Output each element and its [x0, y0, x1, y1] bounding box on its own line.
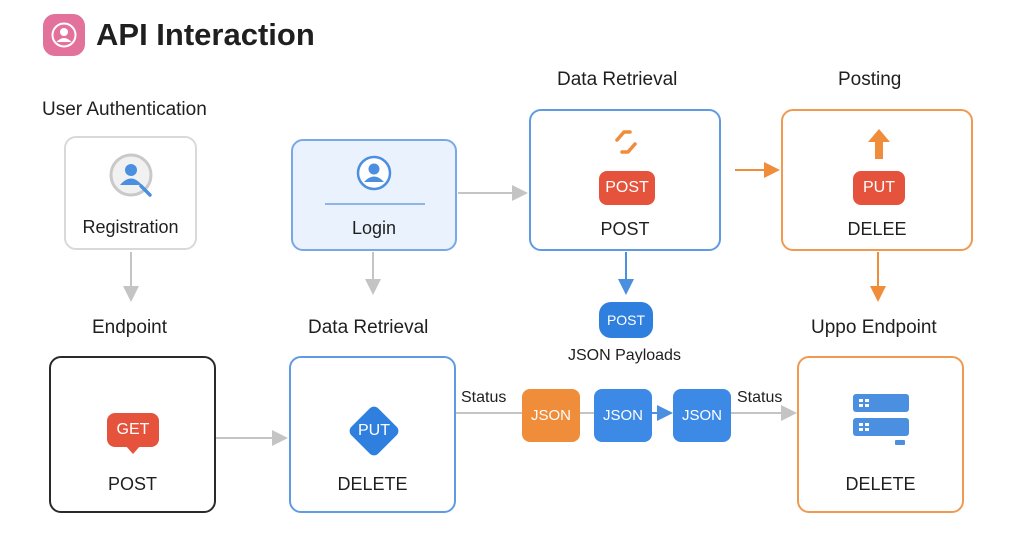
data-retrieval-label: POST	[600, 219, 650, 239]
endpoint-card[interactable]: GET POST	[49, 356, 216, 513]
section-user-authentication: User Authentication	[42, 99, 207, 120]
data-retrieval-put-label: DELETE	[337, 474, 408, 494]
post-badge: POST	[599, 171, 655, 205]
json-pill-2[interactable]: JSON	[594, 389, 652, 442]
json-pill-1[interactable]: JSON	[522, 389, 580, 442]
status-right-label: Status	[737, 389, 783, 406]
section-data-retrieval-bottom: Data Retrieval	[308, 317, 429, 338]
section-uppo-endpoint: Uppo Endpoint	[811, 317, 937, 338]
section-data-retrieval-top: Data Retrieval	[557, 69, 678, 90]
put-badge: PUT	[853, 171, 905, 205]
endpoint-label: POST	[107, 474, 157, 494]
registration-card[interactable]: Registration	[64, 136, 197, 250]
put-diamond-label: PUT	[358, 422, 390, 439]
page-title: API Interaction	[96, 17, 315, 52]
uppo-endpoint-card[interactable]: DELETE	[797, 356, 964, 513]
status-left-label: Status	[461, 389, 507, 406]
login-card[interactable]: Login	[291, 139, 457, 251]
registration-label: Registration	[82, 217, 179, 237]
get-badge: GET	[107, 413, 159, 447]
section-endpoint: Endpoint	[92, 317, 168, 338]
post-pill[interactable]: POST	[599, 302, 653, 338]
section-posting: Posting	[838, 69, 902, 90]
posting-card[interactable]: PUT DELEE	[781, 109, 973, 251]
server-icon	[853, 394, 909, 445]
uppo-endpoint-label: DELETE	[845, 474, 916, 494]
json-payloads-label: JSON Payloads	[568, 347, 681, 364]
login-label: Login	[351, 218, 397, 238]
loop-icon	[615, 130, 637, 154]
speech-tail-icon	[125, 445, 141, 454]
data-retrieval-card[interactable]: POST POST	[529, 109, 721, 251]
arrow-up-icon	[868, 129, 890, 159]
user-icon	[51, 22, 77, 48]
user-search-icon	[109, 153, 153, 197]
app-icon	[43, 14, 85, 56]
user-circle-icon	[356, 155, 392, 191]
json-pill-3[interactable]: JSON	[673, 389, 731, 442]
put-diamond-icon	[349, 406, 399, 456]
posting-label: DELEE	[847, 219, 907, 239]
data-retrieval-put-card[interactable]: PUT DELETE	[289, 356, 456, 513]
login-divider	[325, 203, 425, 205]
